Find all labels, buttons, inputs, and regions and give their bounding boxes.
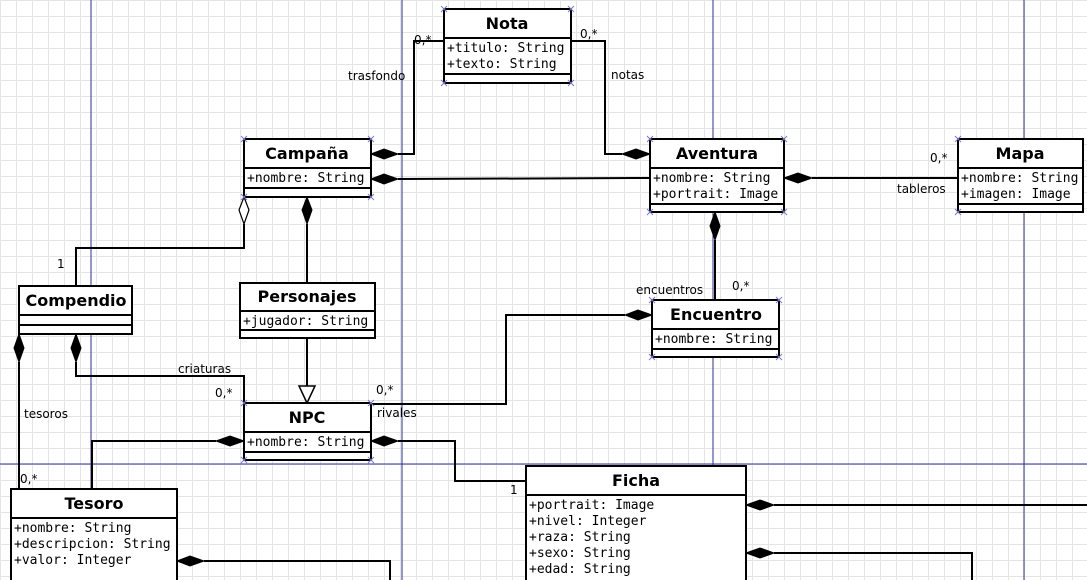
- composition-diamond-encuentro-rivales: [623, 309, 654, 321]
- npc-ficha-association[interactable]: [398, 440, 526, 482]
- composition-diamond-npc-tesoro: [214, 435, 246, 447]
- tableros-label: tableros: [897, 182, 946, 196]
- mapa-multiplicity: 0,*: [930, 151, 947, 165]
- class-encuentro-attr: +nombre: String: [655, 332, 772, 347]
- class-tesoro-title: Tesoro: [64, 494, 123, 513]
- class-tesoro-attr: +nombre: String: [14, 521, 131, 536]
- encuentros-label: encuentros: [636, 283, 703, 297]
- class-nota[interactable]: Nota +titulo: String +texto: String: [443, 8, 572, 84]
- class-personajes-title: Personajes: [257, 287, 356, 306]
- composition-diamond-campana-aventura: [369, 173, 400, 185]
- class-ficha-attr: +sexo: String: [529, 546, 631, 561]
- class-aventura-attr: +portrait: Image: [653, 187, 778, 202]
- ficha-right-association-2[interactable]: [774, 552, 973, 580]
- class-ficha-title: Ficha: [612, 471, 660, 490]
- class-tesoro-attr: +descripcion: String: [14, 537, 171, 552]
- tesoro-npc-association[interactable]: [91, 440, 216, 489]
- class-mapa[interactable]: Mapa +nombre: String +imagen: Image: [957, 138, 1084, 213]
- notas-association[interactable]: [571, 40, 622, 155]
- criaturas-association[interactable]: [75, 362, 245, 404]
- class-aventura[interactable]: Aventura +nombre: String +portrait: Imag…: [649, 138, 785, 213]
- composition-diamond-compendio-criaturas: [70, 332, 82, 364]
- composition-diamond-campana-trasfondo: [369, 148, 400, 160]
- class-ficha-attr: +nivel: Integer: [529, 514, 647, 529]
- connection-handles: [240, 5, 962, 464]
- notas-label: notas: [611, 68, 644, 82]
- composition-diamond-ficha-1: [744, 499, 776, 511]
- class-campana-title: Campaña: [265, 144, 349, 163]
- class-aventura-attr: +nombre: String: [653, 171, 770, 186]
- generalization-triangle: [297, 385, 317, 405]
- criaturas-multiplicity: 0,*: [215, 386, 232, 400]
- tesoro-right-association[interactable]: [204, 560, 391, 580]
- trasfondo-association[interactable]: [398, 40, 444, 155]
- class-mapa-attr: +imagen: Image: [961, 187, 1071, 202]
- compendio-multiplicity: 1: [57, 257, 65, 271]
- composition-diamond-ficha-2: [744, 547, 776, 559]
- class-npc-title: NPC: [289, 408, 326, 427]
- composition-diamond-tesoro: [175, 555, 206, 567]
- class-encuentro-title: Encuentro: [670, 305, 762, 324]
- class-campana[interactable]: Campaña +nombre: String: [243, 138, 372, 198]
- class-ficha-attr: +raza: String: [529, 530, 631, 545]
- ficha-multiplicity: 1: [510, 483, 518, 497]
- trasfondo-label: trasfondo: [348, 69, 405, 83]
- class-tesoro[interactable]: Tesoro +nombre: String +descripcion: Str…: [10, 488, 178, 580]
- class-tesoro-attr: +valor: Integer: [14, 553, 132, 568]
- class-nota-title: Nota: [486, 14, 529, 33]
- class-aventura-title: Aventura: [676, 144, 758, 163]
- class-compendio-title: Compendio: [25, 291, 126, 310]
- class-encuentro[interactable]: Encuentro +nombre: String: [651, 299, 780, 358]
- composition-diamond-compendio-tesoros: [13, 332, 25, 364]
- composition-diamond-aventura-notas: [620, 148, 652, 160]
- class-ficha-attr: +portrait: Image: [529, 498, 654, 513]
- tesoros-label: tesoros: [24, 407, 68, 421]
- rivales-label: rivales: [377, 406, 417, 420]
- class-ficha-attr: +edad: String: [529, 562, 631, 577]
- class-ficha[interactable]: Ficha +portrait: Image +nivel: Integer +…: [525, 465, 747, 580]
- class-npc[interactable]: NPC +nombre: String: [243, 402, 372, 461]
- class-compendio[interactable]: Compendio: [18, 285, 133, 335]
- composition-diamond-aventura-mapa: [782, 172, 814, 184]
- compendio-association[interactable]: [75, 224, 245, 286]
- campana-aventura-association[interactable]: [397, 177, 651, 180]
- class-nota-attr: +texto: String: [447, 57, 557, 72]
- associations: [13, 40, 1087, 580]
- tesoro-multiplicity: 0,*: [20, 472, 37, 486]
- nota-right-multiplicity: 0,*: [580, 27, 597, 41]
- class-campana-attr: +nombre: String: [247, 171, 364, 186]
- rivales-association[interactable]: [371, 314, 625, 405]
- nota-left-multiplicity: 0,*: [414, 33, 431, 47]
- aggregation-diamond-campana-compendio: [238, 195, 250, 226]
- class-personajes[interactable]: Personajes +jugador: String: [239, 282, 376, 339]
- class-personajes-attr: +jugador: String: [243, 314, 368, 329]
- association-labels: 0,* 0,* trasfondo notas 0,* tableros 1 e…: [20, 27, 947, 497]
- class-mapa-attr: +nombre: String: [961, 171, 1078, 186]
- encuentro-multiplicity: 0,*: [732, 279, 749, 293]
- rivales-multiplicity: 0,*: [376, 383, 393, 397]
- criaturas-label: criaturas: [178, 362, 231, 376]
- class-mapa-title: Mapa: [996, 144, 1045, 163]
- composition-diamond-npc-ficha: [369, 435, 400, 447]
- composition-diamond-campana-personajes: [301, 195, 313, 226]
- composition-diamond-aventura-encuentro: [709, 210, 721, 242]
- class-npc-attr: +nombre: String: [247, 435, 364, 450]
- class-nota-attr: +titulo: String: [447, 41, 564, 56]
